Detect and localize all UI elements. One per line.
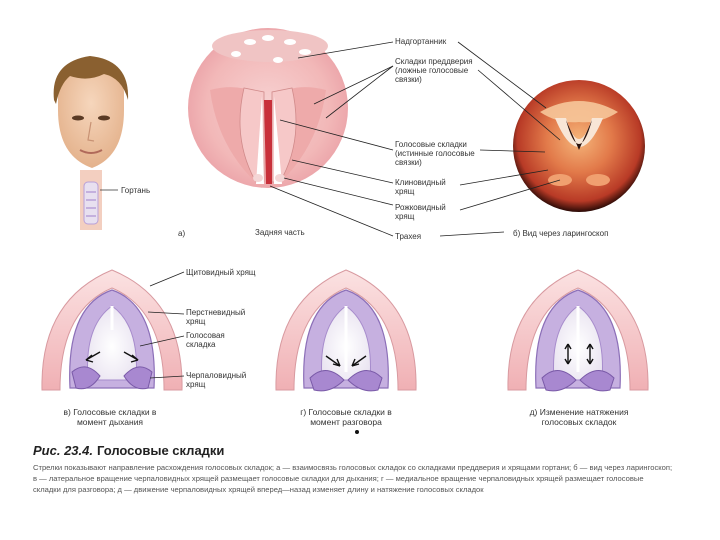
label-vestibular-folds: Складки преддверия (ложные голосовые свя…: [395, 57, 485, 84]
figure-title: Рис. 23.4. Голосовые складки: [33, 443, 224, 458]
label-vocal-folds: Голосовые складки (истинные голосовые св…: [395, 140, 485, 167]
label-thyroid-cartilage: Щитовидный хрящ: [186, 268, 256, 277]
label-cricoid-cartilage: Перстневидный хрящ: [186, 308, 266, 326]
head-illustration: [54, 56, 128, 230]
panel-b-caption: б) Вид через ларингоскоп: [513, 229, 608, 238]
label-epiglottis: Надгортанник: [395, 37, 446, 46]
panel-d-caption: д) Изменение натяжения голосовых складок: [518, 407, 640, 427]
right-eye: [98, 116, 110, 121]
left-eye: [72, 116, 84, 121]
label-arytenoid-cartilage: Черпаловидный хрящ: [186, 371, 266, 389]
panel-v-caption: в) Голосовые складки в момент дыхания: [50, 407, 170, 427]
label-vocal-fold: Голосовая складка: [186, 331, 256, 349]
panel-a-caption: а): [178, 229, 185, 238]
panel-g-caption: г) Голосовые складки в момент разговора: [286, 407, 406, 427]
label-back-part: Задняя часть: [255, 228, 305, 237]
figure-name: Голосовые складки: [97, 443, 224, 458]
label-larynx: Гортань: [121, 186, 150, 195]
larynx-shape: [84, 182, 98, 224]
label-corniculate: Рожковидный хрящ: [395, 203, 465, 221]
label-trachea: Трахея: [395, 232, 421, 241]
figure-number: Рис. 23.4.: [33, 443, 93, 458]
panel-b-laryngoscope: [513, 80, 645, 212]
label-cuneiform: Клиновидный хрящ: [395, 178, 465, 196]
diagram-g: [276, 270, 416, 391]
diagram-v: [42, 270, 182, 390]
figure-description: Стрелки показывают направление расхожден…: [33, 462, 673, 495]
diagram-d: [508, 270, 648, 391]
panel-a-drawing: [188, 28, 348, 188]
